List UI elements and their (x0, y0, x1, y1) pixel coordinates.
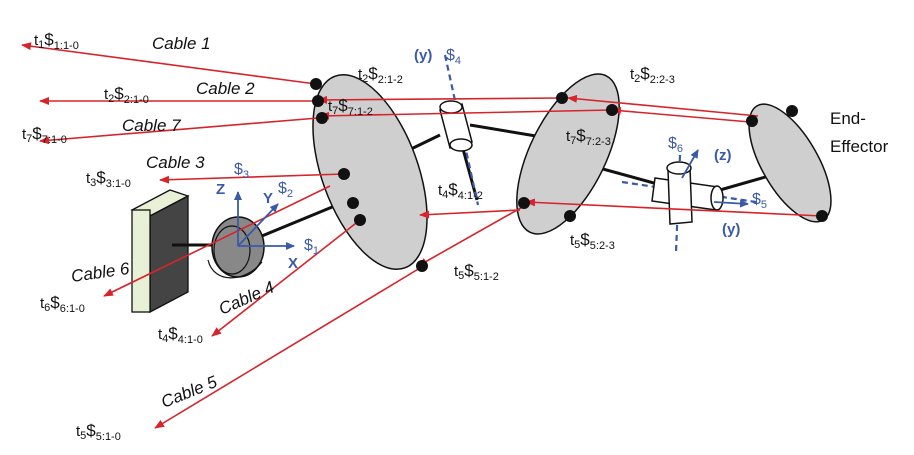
screw-label: t2$2:1-2 (358, 64, 403, 86)
axis-x-label: X (288, 255, 298, 272)
base-frame-axes (234, 191, 295, 250)
cable-3-line (159, 173, 345, 184)
screw-label: t1$1:1-0 (34, 30, 79, 52)
joint-6-z-axis-label: (z) (714, 147, 732, 164)
base-joint (207, 216, 265, 279)
axis-z-label: Z (216, 181, 225, 198)
joint-screw-4-label: $4 (446, 47, 461, 67)
cable-4-line (211, 219, 361, 337)
joint-screw-1-label: $1 (304, 237, 319, 257)
screw-label: t4$4:1-2 (438, 180, 483, 202)
screw-label: t3$3:1-0 (86, 168, 131, 190)
joint-5-y-axis-label: (y) (722, 221, 740, 238)
screw-label: t7$7:1-2 (328, 96, 373, 118)
screw-label: t7$7:2-3 (566, 126, 611, 148)
attachment-points (310, 78, 828, 272)
cable-1-line (21, 42, 317, 85)
screw-label: t5$5:2-3 (570, 230, 615, 252)
end-effector-label-line2: Effector (830, 137, 889, 156)
cable-5-label: Cable 5 (158, 372, 220, 412)
joint-screw-5-label: $5 (752, 191, 767, 211)
screw-label: t4$4:1-0 (158, 324, 203, 346)
base-wall (130, 189, 190, 314)
screw-label: t6$6:1-0 (40, 293, 85, 315)
cable-7-line (39, 117, 319, 145)
disk-2 (516, 73, 620, 235)
joint-4-y-axis-label: (y) (414, 47, 432, 64)
screw-label: t5$5:1-2 (454, 261, 499, 283)
cable-5-line (154, 267, 421, 429)
joint-4-cylinder (439, 54, 480, 206)
joint-screw-2-label: $2 (278, 180, 293, 200)
cable-3-label: Cable 3 (146, 153, 205, 172)
cable-7-label: Cable 7 (122, 116, 181, 135)
cable-1-label: Cable 1 (152, 34, 211, 53)
cable-4-label: Cable 4 (216, 277, 277, 318)
screw-label: t7$7:1-0 (22, 124, 67, 146)
screw-label: t2$2:2-3 (630, 64, 675, 86)
joint-screw-6-label: $6 (668, 135, 683, 155)
axis-y-label: Y (263, 190, 273, 207)
end-effector-label-line1: End- (830, 109, 866, 128)
screw-label: t2$2:1-0 (104, 84, 149, 106)
cable-2-label: Cable 2 (196, 79, 255, 98)
cable-6-line (103, 185, 331, 297)
cable-6-label: Cable 6 (70, 259, 131, 286)
screw-labels: t1$1:1-0 t2$2:1-0 t7$7:1-0 t3$3:1-0 t6$6… (22, 30, 675, 443)
screw-label: t5$5:1-0 (76, 421, 121, 443)
cables (21, 42, 823, 429)
